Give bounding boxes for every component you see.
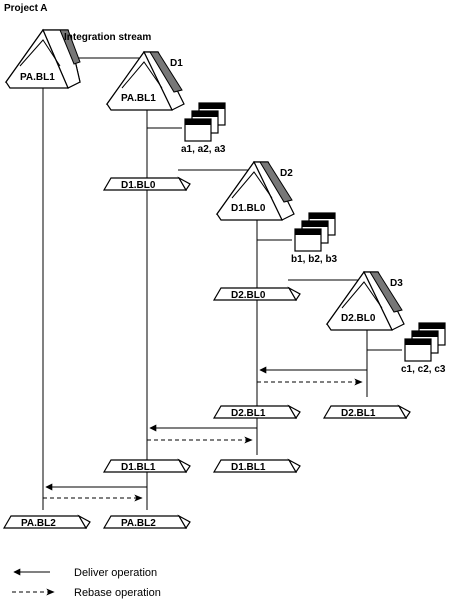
d1-activities-label: a1, a2, a3 [181, 144, 226, 155]
baseline-d1-bl1-d2: D1.BL1 [212, 458, 301, 474]
baseline-d2-bl1-d2: D2.BL1 [212, 404, 301, 420]
d2-stream-triangle: D1.BL0 [215, 160, 295, 221]
baseline-d1-bl1-d1: D1.BL1 [102, 458, 191, 474]
legend-rebase-label: Rebase operation [74, 587, 161, 599]
integration-stream-triangle: PA.BL1 [4, 28, 81, 89]
svg-text:D2.BL1: D2.BL1 [231, 408, 266, 419]
baseline-pa-bl2-d1: PA.BL2 [102, 514, 191, 530]
svg-text:D1.BL0: D1.BL0 [121, 180, 156, 191]
svg-text:D1.BL1: D1.BL1 [121, 462, 156, 473]
d1-stream-triangle: PA.BL1 [105, 50, 185, 111]
d2-stream-label: D2 [280, 168, 293, 179]
integration-stream-label: Integration stream [64, 32, 151, 43]
d3-stream-triangle: D2.BL0 [325, 270, 405, 331]
d3-activity-stack [404, 322, 446, 362]
baseline-pa-bl2-integration: PA.BL2 [2, 514, 91, 530]
svg-text:D2.BL0: D2.BL0 [231, 290, 266, 301]
svg-text:D1.BL1: D1.BL1 [231, 462, 266, 473]
svg-text:D2.BL1: D2.BL1 [341, 408, 376, 419]
d1-activity-stack [184, 102, 226, 142]
baseline-d1-bl0: D1.BL0 [102, 176, 191, 192]
d3-stream-label: D3 [390, 278, 403, 289]
d1-baseline-pa-bl1-label: PA.BL1 [121, 93, 156, 104]
d2-activity-stack [294, 212, 336, 252]
legend: Deliver operation Rebase operation [12, 567, 161, 599]
baseline-pa-bl1-label: PA.BL1 [20, 72, 55, 83]
d3-baseline-d2-bl0-label: D2.BL0 [341, 313, 376, 324]
svg-text:PA.BL2: PA.BL2 [21, 518, 56, 529]
svg-text:PA.BL2: PA.BL2 [121, 518, 156, 529]
d1-stream-label: D1 [170, 58, 183, 69]
legend-deliver-label: Deliver operation [74, 567, 157, 579]
baseline-d2-bl0: D2.BL0 [212, 286, 301, 302]
d2-activities-label: b1, b2, b3 [291, 254, 338, 265]
d2-baseline-d1-bl0-label: D1.BL0 [231, 203, 266, 214]
project-title: Project A [4, 3, 48, 14]
baseline-d2-bl1-d3: D2.BL1 [322, 404, 411, 420]
d3-activities-label: c1, c2, c3 [401, 364, 446, 375]
